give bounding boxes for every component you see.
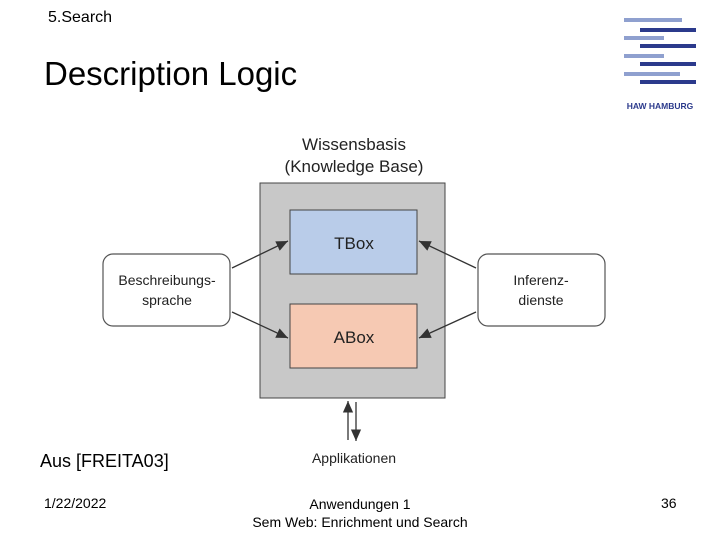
arrow-right-to-abox: [418, 311, 477, 339]
footer-course: Anwendungen 1: [309, 496, 411, 512]
inferenzdienste-box: [477, 253, 606, 327]
kb-subtitle: (Knowledge Base): [285, 157, 424, 176]
source-citation: Aus [FREITA03]: [40, 451, 169, 471]
abox-box: [289, 303, 418, 369]
inferenzdienste-line2: dienste: [518, 292, 563, 308]
beschreibungssprache-line1: Beschreibungs-: [118, 272, 216, 288]
arrow-left-to-abox: [231, 311, 289, 339]
footer-date: 1/22/2022: [44, 495, 107, 511]
logo-text: HAW HAMBURG: [627, 101, 694, 111]
section-label: 5.Search: [48, 9, 113, 26]
arrow-left-to-tbox: [231, 240, 289, 269]
tbox-box: [289, 209, 418, 275]
haw-hamburg-logo: HAW HAMBURG: [624, 18, 696, 111]
arrow-right-to-tbox: [418, 240, 477, 269]
footer-topic: Sem Web: Enrichment und Search: [252, 514, 468, 530]
footer-center-text: Anwendungen 1 Sem Web: Enrichment und Se…: [250, 495, 470, 531]
applications-label: Applikationen: [312, 450, 396, 466]
page-number: 36: [661, 495, 677, 511]
beschreibungssprache-box: [102, 253, 231, 327]
abox-label: ABox: [334, 328, 375, 347]
beschreibungssprache-line2: sprache: [142, 292, 192, 308]
kb-title: Wissensbasis: [302, 135, 406, 154]
tbox-label: TBox: [334, 234, 374, 253]
inferenzdienste-line1: Inferenz-: [513, 272, 569, 288]
slide-title: Description Logic: [44, 55, 298, 92]
